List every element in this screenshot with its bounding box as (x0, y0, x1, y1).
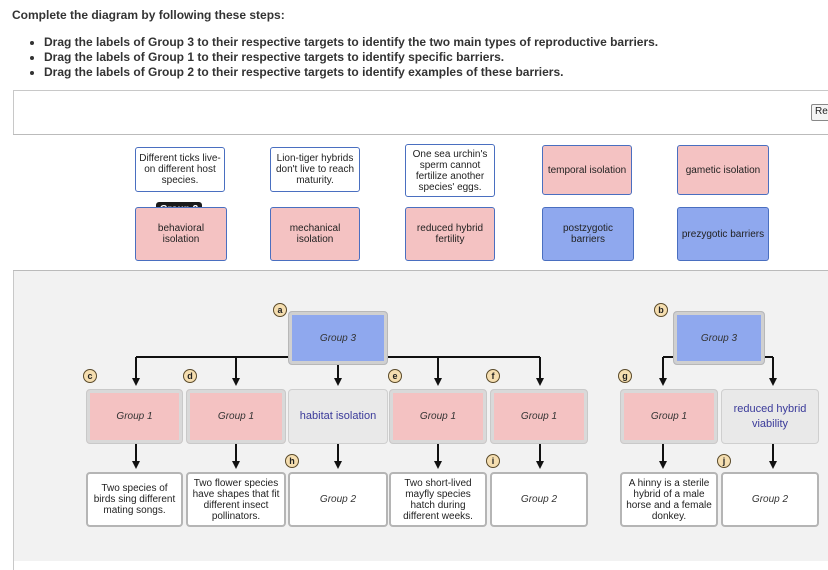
target-d-placeholder: Group 1 (217, 411, 255, 422)
badge-a: a (273, 303, 287, 317)
target-c-specific-barrier[interactable]: Group 1 (86, 389, 183, 444)
label-mechanical-isolation[interactable]: mechanical isolation (270, 207, 360, 261)
target-a-barrier-type[interactable]: Group 3 (288, 311, 388, 365)
target-f-placeholder: Group 1 (520, 411, 558, 422)
badge-g: g (618, 369, 632, 383)
target-i-placeholder: Group 2 (520, 494, 558, 505)
target-g-placeholder: Group 1 (650, 411, 688, 422)
badge-j: j (717, 454, 731, 468)
instruction-step: Drag the labels of Group 2 to their resp… (44, 66, 812, 79)
instructions-lead: Complete the diagram by following these … (12, 8, 285, 22)
target-h-example[interactable]: Group 2 (288, 472, 388, 527)
placed-mayfly-example[interactable]: Two short-lived mayfly species hatch dur… (389, 472, 487, 527)
badge-h: h (285, 454, 299, 468)
target-b-barrier-type[interactable]: Group 3 (673, 311, 765, 365)
target-j-placeholder: Group 2 (751, 494, 789, 505)
badge-c: c (83, 369, 97, 383)
target-h-placeholder: Group 2 (319, 494, 357, 505)
instruction-step: Drag the labels of Group 1 to their resp… (44, 51, 812, 64)
instructions: Complete the diagram by following these … (12, 8, 812, 81)
badge-d: d (183, 369, 197, 383)
target-a-placeholder: Group 3 (319, 332, 357, 344)
placed-hinny-example[interactable]: A hinny is a sterile hybrid of a male ho… (620, 472, 718, 527)
reset-button[interactable]: Re (811, 104, 828, 121)
placed-reduced-hybrid-viability[interactable]: reduced hybrid viability (721, 389, 819, 444)
target-i-example[interactable]: Group 2 (490, 472, 588, 527)
instruction-list: Drag the labels of Group 3 to their resp… (12, 36, 812, 79)
target-c-placeholder: Group 1 (116, 411, 153, 422)
target-e-specific-barrier[interactable]: Group 1 (389, 389, 487, 444)
placed-flower-shapes-example[interactable]: Two flower species have shapes that fit … (186, 472, 286, 527)
target-e-placeholder: Group 1 (419, 411, 457, 422)
badge-b: b (654, 303, 668, 317)
instruction-step: Drag the labels of Group 3 to their resp… (44, 36, 812, 49)
target-d-specific-barrier[interactable]: Group 1 (186, 389, 286, 444)
target-j-example[interactable]: Group 2 (721, 472, 819, 527)
label-reduced-hybrid-fertility[interactable]: reduced hybrid fertility (405, 207, 495, 261)
label-behavioral-isolation[interactable]: behavioral isolation (135, 207, 227, 261)
label-prezygotic-barriers[interactable]: prezygotic barriers (677, 207, 769, 261)
target-f-specific-barrier[interactable]: Group 1 (490, 389, 588, 444)
label-lion-tiger-example[interactable]: Lion-tiger hybrids don't live to reach m… (270, 147, 360, 192)
target-g-specific-barrier[interactable]: Group 1 (620, 389, 718, 444)
badge-i: i (486, 454, 500, 468)
label-temporal-isolation[interactable]: temporal isolation (542, 145, 632, 195)
target-b-placeholder: Group 3 (700, 332, 738, 344)
label-postzygotic-barriers[interactable]: postzygotic barriers (542, 207, 634, 261)
placed-bird-songs-example[interactable]: Two species of birds sing different mati… (86, 472, 183, 527)
label-gametic-isolation[interactable]: gametic isolation (677, 145, 769, 195)
badge-e: e (388, 369, 402, 383)
placed-habitat-isolation[interactable]: habitat isolation (288, 389, 388, 444)
label-sea-urchin-example[interactable]: One sea urchin's sperm cannot fertilize … (405, 144, 495, 197)
label-ticks-example[interactable]: Different ticks live-on different host s… (135, 147, 225, 192)
badge-f: f (486, 369, 500, 383)
